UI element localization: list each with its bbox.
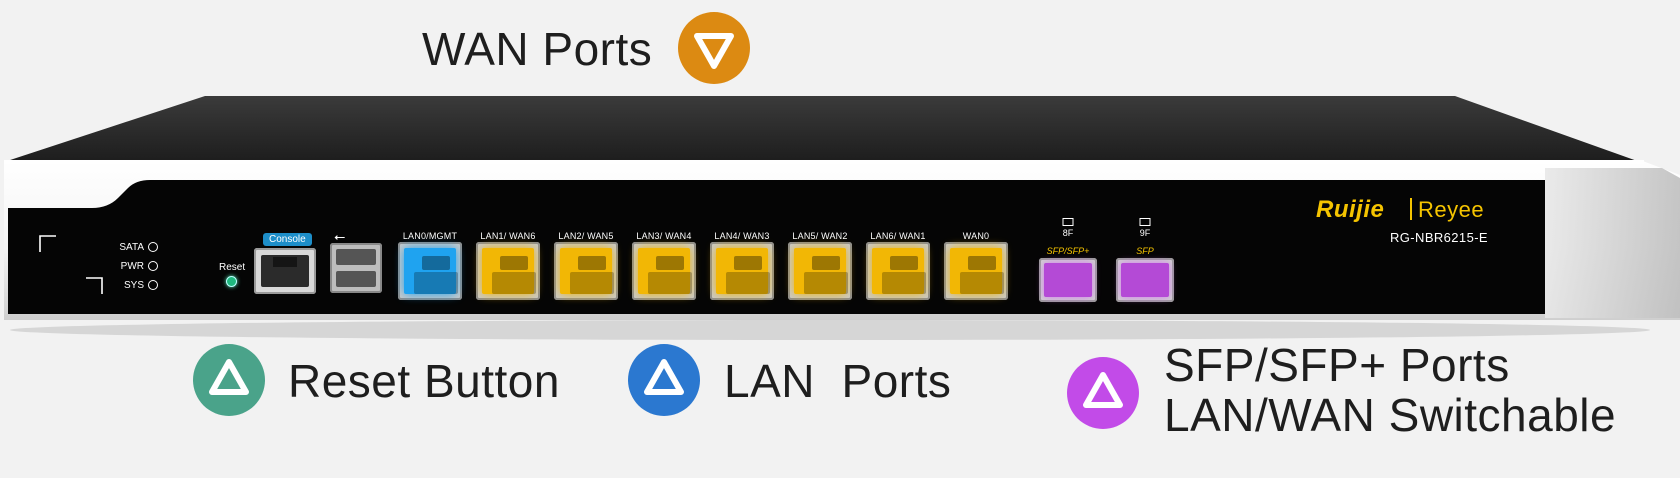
sfp-ports-callout-line2: LAN/WAN Switchable <box>1164 389 1617 441</box>
port-label: LAN6/ WAN1 <box>870 231 926 241</box>
sys-label: SYS <box>123 280 144 291</box>
ethernet-port[interactable] <box>866 242 930 300</box>
port-jack <box>482 248 536 294</box>
port-label: LAN4/ WAN3 <box>714 231 770 241</box>
lan-ports-callout: LAN Ports <box>724 355 952 407</box>
brand-logo: Ruijie <box>1316 196 1385 223</box>
pwr-label: PWR <box>120 261 144 272</box>
port-latch <box>656 256 684 270</box>
sfp-number: 8F <box>1062 228 1074 238</box>
port-jack <box>794 248 848 294</box>
port-slot <box>570 272 614 294</box>
usb-icon: ⭠ <box>334 228 346 244</box>
console-port[interactable] <box>254 248 316 294</box>
ethernet-port[interactable] <box>788 242 852 300</box>
sata-label: SATA <box>119 242 144 253</box>
sfp-ports-callout-line1: SFP/SFP+ Ports <box>1164 339 1510 391</box>
model-number: RG-NBR6215-E <box>1390 230 1488 245</box>
sata-led <box>148 242 158 252</box>
port-slot <box>804 272 848 294</box>
ethernet-port[interactable] <box>476 242 540 300</box>
ethernet-port[interactable] <box>398 242 462 300</box>
subbrand-logo: Reyee <box>1418 197 1485 222</box>
reset-button[interactable] <box>226 276 237 287</box>
ethernet-port[interactable] <box>944 242 1008 300</box>
up-arrow-icon <box>628 344 700 416</box>
port-label: WAN0 <box>962 231 990 241</box>
sfp-label: SFP/SFP+ <box>1046 246 1090 256</box>
ethernet-port[interactable] <box>554 242 618 300</box>
port-jack <box>872 248 926 294</box>
port-label: LAN2/ WAN5 <box>558 231 614 241</box>
sfp-marker <box>1067 357 1139 429</box>
port-latch <box>812 256 840 270</box>
port-latch <box>578 256 606 270</box>
port-latch <box>968 256 996 270</box>
console-label: Console <box>263 233 312 246</box>
ethernet-port[interactable] <box>710 242 774 300</box>
sfp-label: SFP <box>1136 246 1154 256</box>
down-arrow-icon <box>678 12 750 84</box>
usb-ports[interactable] <box>330 243 382 293</box>
port-latch <box>422 256 450 270</box>
port-jack <box>404 248 458 294</box>
sfp-led <box>1139 218 1151 226</box>
port-jack <box>560 248 614 294</box>
port-jack <box>950 248 1004 294</box>
port-jack <box>638 248 692 294</box>
port-slot <box>726 272 770 294</box>
wan-ports-callout: WAN Ports <box>422 23 653 75</box>
port-jack <box>716 248 770 294</box>
port-label: LAN1/ WAN6 <box>480 231 536 241</box>
port-label: LAN0/MGMT <box>402 231 458 241</box>
port-slot <box>960 272 1004 294</box>
sfp-number: 9F <box>1139 228 1151 238</box>
sfp-led <box>1062 218 1074 226</box>
port-slot <box>492 272 536 294</box>
lan-marker <box>628 344 700 416</box>
brand-divider <box>1410 198 1412 220</box>
pwr-led <box>148 261 158 271</box>
port-latch <box>734 256 762 270</box>
sys-led <box>148 280 158 290</box>
reset-label: Reset <box>219 262 246 273</box>
port-slot <box>414 272 458 294</box>
up-arrow-icon <box>1067 357 1139 429</box>
up-arrow-icon <box>193 344 265 416</box>
port-label: LAN5/ WAN2 <box>792 231 848 241</box>
sfp-cage <box>1121 263 1169 297</box>
sfp-cage <box>1044 263 1092 297</box>
sfp-port[interactable] <box>1116 258 1174 302</box>
reset-marker <box>193 344 265 416</box>
port-slot <box>648 272 692 294</box>
port-latch <box>890 256 918 270</box>
sfp-port[interactable] <box>1039 258 1097 302</box>
ethernet-port[interactable] <box>632 242 696 300</box>
port-label: LAN3/ WAN4 <box>636 231 692 241</box>
port-latch <box>500 256 528 270</box>
port-slot <box>882 272 926 294</box>
wan-marker <box>678 12 750 84</box>
reset-button-callout: Reset Button <box>288 355 560 407</box>
